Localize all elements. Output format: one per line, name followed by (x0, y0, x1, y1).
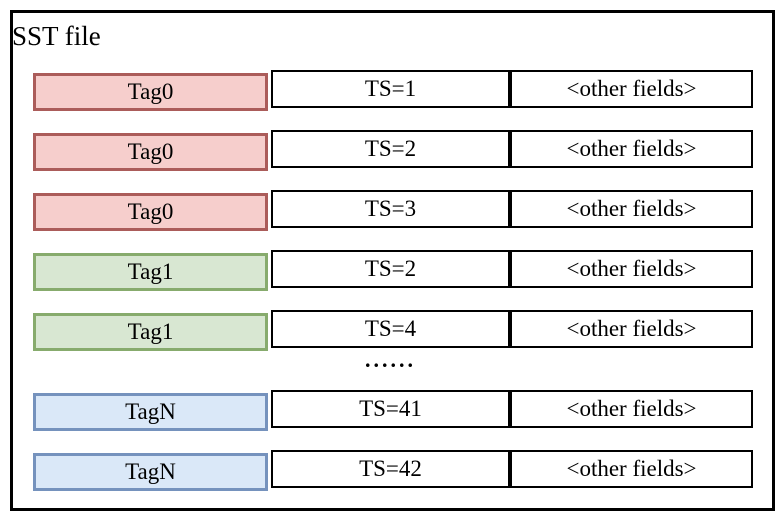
record-row: Tag1 TS=4 <other fields> (33, 310, 755, 354)
tag-cell: TagN (33, 453, 268, 491)
timestamp-cell: TS=4 (271, 310, 510, 348)
timestamp-cell: TS=2 (271, 130, 510, 168)
record-row: Tag0 TS=2 <other fields> (33, 130, 755, 174)
record-row: TagN TS=42 <other fields> (33, 450, 755, 494)
tag-cell: Tag1 (33, 253, 268, 291)
timestamp-cell: TS=3 (271, 190, 510, 228)
record-row: Tag1 TS=2 <other fields> (33, 250, 755, 294)
timestamp-cell: TS=2 (271, 250, 510, 288)
ellipsis-rows-omitted: ...... (365, 347, 416, 372)
other-fields-cell: <other fields> (510, 70, 753, 108)
other-fields-cell: <other fields> (510, 390, 753, 428)
tag-cell: Tag0 (33, 193, 268, 231)
record-row: TagN TS=41 <other fields> (33, 390, 755, 434)
other-fields-cell: <other fields> (510, 450, 753, 488)
timestamp-cell: TS=1 (271, 70, 510, 108)
other-fields-cell: <other fields> (510, 250, 753, 288)
timestamp-cell: TS=42 (271, 450, 510, 488)
other-fields-cell: <other fields> (510, 130, 753, 168)
other-fields-cell: <other fields> (510, 190, 753, 228)
tag-cell: Tag1 (33, 313, 268, 351)
tag-cell: Tag0 (33, 73, 268, 111)
other-fields-cell: <other fields> (510, 310, 753, 348)
record-row: Tag0 TS=3 <other fields> (33, 190, 755, 234)
record-row: Tag0 TS=1 <other fields> (33, 70, 755, 114)
tag-cell: TagN (33, 393, 268, 431)
timestamp-cell: TS=41 (271, 390, 510, 428)
tag-cell: Tag0 (33, 133, 268, 171)
sst-file-label: SST file (12, 21, 101, 51)
